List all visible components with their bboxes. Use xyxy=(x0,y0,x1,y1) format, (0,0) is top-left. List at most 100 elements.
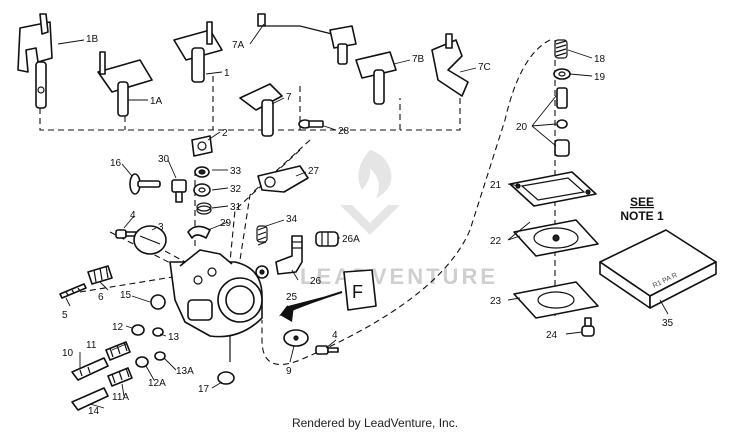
clip-2 xyxy=(191,135,213,157)
callout-20: 20 xyxy=(516,122,528,133)
callout-12a: 12A xyxy=(148,378,166,389)
fitting-26a xyxy=(315,231,339,247)
choke-shaft-7c xyxy=(431,33,469,97)
callout-31: 31 xyxy=(230,202,242,213)
callout-24: 24 xyxy=(546,330,558,341)
callout-13a: 13A xyxy=(176,366,194,377)
screw-30 xyxy=(171,179,187,203)
choke-shaft-7b xyxy=(355,51,397,105)
callout-23: 23 xyxy=(490,296,502,307)
see-note-line1: SEE xyxy=(630,195,654,209)
pin-16 xyxy=(129,173,161,195)
callout-13: 13 xyxy=(168,332,180,343)
screw-4-lower xyxy=(315,345,339,355)
washer-19 xyxy=(553,68,571,80)
callout-10: 10 xyxy=(62,348,74,359)
screw-28 xyxy=(298,119,324,129)
throttle-shaft-1b xyxy=(17,13,53,109)
callout-21: 21 xyxy=(490,180,502,191)
callout-22: 22 xyxy=(490,236,502,247)
bracket-27 xyxy=(257,165,309,193)
callout-32: 32 xyxy=(230,184,242,195)
screw-24 xyxy=(581,317,595,337)
callout-14: 14 xyxy=(88,406,100,417)
callout-35: 35 xyxy=(662,318,674,329)
throttle-shaft-1 xyxy=(173,21,223,83)
callout-3: 3 xyxy=(158,222,164,233)
throttle-plate-3 xyxy=(133,225,167,255)
spring-34 xyxy=(256,225,268,246)
choke-lever-7a xyxy=(257,13,357,65)
diaphragm-22 xyxy=(513,219,599,257)
carburetor-body xyxy=(169,249,263,362)
callout-7b: 7B xyxy=(412,54,425,65)
seal-12a xyxy=(135,356,149,368)
spring-31 xyxy=(196,202,212,215)
seal-12 xyxy=(131,324,145,336)
cover-23 xyxy=(513,281,599,319)
callout-34: 34 xyxy=(286,214,298,225)
link-29 xyxy=(187,225,211,239)
callout-26: 26 xyxy=(310,276,322,287)
footer-credit: Rendered by LeadVenture, Inc. xyxy=(291,416,459,430)
callout-25: 25 xyxy=(286,292,298,303)
spring-18 xyxy=(554,39,568,59)
repair-kit-box-35: R1 PA R xyxy=(599,229,717,309)
plug-15 xyxy=(150,294,166,310)
callout-30: 30 xyxy=(158,154,170,165)
callout-12: 12 xyxy=(112,322,124,333)
fig-f-arrow: F xyxy=(278,269,377,322)
callout-17: 17 xyxy=(198,384,210,395)
dashed-boundaries xyxy=(39,39,556,365)
callout-7a: 7A xyxy=(232,40,245,51)
gasket-21 xyxy=(509,171,597,207)
watermark-text: LEADVENTURE xyxy=(300,264,498,289)
washer-13a xyxy=(154,351,166,361)
callout-4-lower: 4 xyxy=(332,330,338,341)
washer-33 xyxy=(194,166,210,178)
callout-7c: 7C xyxy=(478,62,491,73)
callout-11: 11 xyxy=(86,340,97,351)
callout-1b: 1B xyxy=(86,34,99,45)
needle-spring-6 xyxy=(87,265,113,285)
see-note-line2: NOTE 1 xyxy=(620,209,664,223)
callout-15: 15 xyxy=(120,290,132,301)
callout-labels: 1B 1 1A 2 7A 7 7B 7C 28 27 16 30 33 32 3… xyxy=(62,34,674,417)
needle-14 xyxy=(71,387,109,411)
callout-1: 1 xyxy=(224,68,230,79)
callout-4-upper: 4 xyxy=(130,210,136,221)
callout-18: 18 xyxy=(594,54,606,65)
choke-shaft-7 xyxy=(239,83,283,137)
callout-27: 27 xyxy=(308,166,320,177)
callout-9: 9 xyxy=(286,366,292,377)
nut-25 xyxy=(255,265,269,279)
leader-lines xyxy=(57,23,669,409)
needle-10 xyxy=(71,357,109,381)
callout-2: 2 xyxy=(222,128,228,139)
callout-11a: 11A xyxy=(112,392,129,403)
valve-assembly-20 xyxy=(554,87,570,157)
watermark: LEADVENTURE xyxy=(300,150,498,289)
screw-4-upper xyxy=(115,229,137,239)
fig-label: F xyxy=(352,282,363,302)
plug-17 xyxy=(217,371,235,385)
callout-6: 6 xyxy=(98,292,104,303)
elbow-fitting-26 xyxy=(275,235,303,275)
cover-9 xyxy=(283,329,309,347)
throttle-shaft-1a xyxy=(97,51,153,117)
callout-7: 7 xyxy=(286,92,292,103)
idle-screw-5 xyxy=(59,283,87,299)
callout-19: 19 xyxy=(594,72,606,83)
spring-11 xyxy=(105,341,131,361)
callout-29: 29 xyxy=(220,218,232,229)
washer-32 xyxy=(193,183,211,197)
spring-11a xyxy=(107,367,133,387)
see-note: SEE NOTE 1 xyxy=(620,195,664,223)
callout-28: 28 xyxy=(338,126,350,137)
callout-16: 16 xyxy=(110,158,122,169)
callout-26a: 26A xyxy=(342,234,360,245)
callout-1a: 1A xyxy=(150,96,163,107)
callout-5: 5 xyxy=(62,310,68,321)
callout-33: 33 xyxy=(230,166,242,177)
